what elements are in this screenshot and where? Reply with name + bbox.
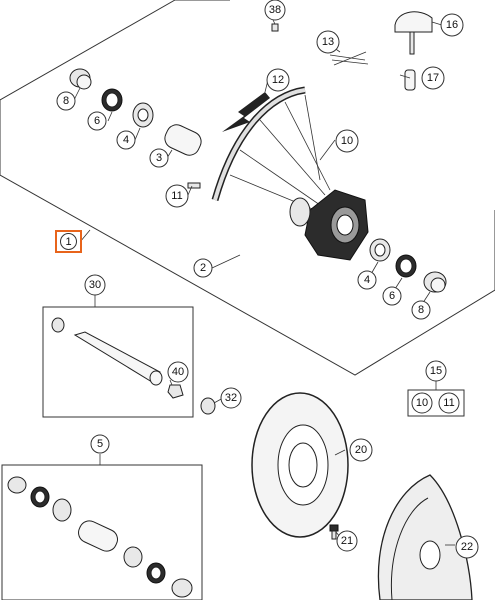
callout-4-right[interactable]: 4: [357, 270, 377, 290]
callout-17[interactable]: 17: [421, 66, 445, 90]
callout-11-label: 11: [171, 190, 182, 202]
bearing-kit-frame: [1, 454, 203, 600]
callout-1[interactable]: 1: [55, 230, 82, 253]
callout-4-right-label: 4: [364, 274, 370, 286]
spokes-13: [329, 51, 369, 66]
left-bearing-4: [132, 102, 154, 128]
callout-32-label: 32: [225, 392, 237, 404]
callout-30-label: 30: [89, 279, 101, 291]
callout-16-label: 16: [446, 19, 458, 31]
callout-15-11[interactable]: 11: [438, 392, 460, 414]
callout-21[interactable]: 21: [336, 530, 358, 552]
callout-5[interactable]: 5: [90, 434, 110, 454]
left-seal-6: [101, 88, 123, 112]
callout-2-label: 2: [200, 262, 206, 274]
callout-6-left-label: 6: [94, 115, 100, 127]
direction-arrow: [222, 92, 270, 132]
rim-lock-16: [394, 11, 433, 55]
callout-32[interactable]: 32: [220, 387, 242, 409]
callout-40-label: 40: [172, 366, 184, 378]
right-spacer-8: [423, 271, 447, 293]
left-spacer-8: [69, 68, 92, 90]
callout-4-left[interactable]: 4: [116, 130, 136, 150]
callout-8-right-label: 8: [418, 304, 424, 316]
callout-8-left[interactable]: 8: [56, 91, 76, 111]
callout-15[interactable]: 15: [425, 360, 447, 382]
nut-32: [200, 397, 216, 415]
callout-30[interactable]: 30: [84, 274, 106, 296]
callout-15-10-label: 10: [416, 397, 428, 409]
callout-15-10[interactable]: 10: [411, 392, 433, 414]
callout-8-left-label: 8: [63, 95, 69, 107]
screw-11: [187, 182, 201, 189]
distance-sleeve-3: [164, 124, 202, 156]
callout-15-11-label: 11: [443, 397, 454, 409]
disc-guard-22: [377, 474, 473, 600]
callout-6-right-label: 6: [389, 290, 395, 302]
screw-21: [329, 524, 339, 540]
callout-22[interactable]: 22: [455, 535, 479, 559]
callout-3-label: 3: [156, 152, 162, 164]
right-seal-6: [395, 254, 417, 278]
callout-6-left[interactable]: 6: [87, 111, 107, 131]
callout-4-left-label: 4: [123, 134, 129, 146]
callout-21-label: 21: [341, 535, 353, 547]
callout-10[interactable]: 10: [335, 129, 359, 153]
callout-20[interactable]: 20: [349, 438, 373, 462]
callout-13[interactable]: 13: [316, 30, 340, 54]
callout-10-label: 10: [341, 135, 353, 147]
callout-1-label: 1: [65, 236, 71, 248]
valve-38: [271, 23, 279, 32]
callout-12-label: 12: [272, 74, 284, 86]
bearing-kit-parts: [7, 476, 193, 598]
callout-22-label: 22: [461, 541, 473, 553]
callout-6-right[interactable]: 6: [382, 286, 402, 306]
callout-2[interactable]: 2: [193, 258, 213, 278]
callout-5-label: 5: [97, 438, 103, 450]
wheel-assembly-frame: [0, 0, 495, 376]
brake-disc-20: [251, 392, 349, 538]
callout-12[interactable]: 12: [266, 68, 290, 92]
callout-20-label: 20: [355, 444, 367, 456]
right-bearing-4: [369, 238, 391, 262]
wheel-rim: [211, 86, 331, 211]
callout-40[interactable]: 40: [167, 361, 189, 383]
callout-38-label: 38: [269, 4, 281, 16]
callout-13-label: 13: [322, 36, 334, 48]
callout-38[interactable]: 38: [264, 0, 286, 21]
callout-3[interactable]: 3: [149, 148, 169, 168]
callout-15-label: 15: [430, 365, 442, 377]
callout-16[interactable]: 16: [440, 13, 464, 37]
callout-8-right[interactable]: 8: [411, 300, 431, 320]
callout-17-label: 17: [427, 72, 439, 84]
callout-11[interactable]: 11: [165, 184, 189, 208]
part-15-box: [407, 381, 465, 417]
axle-parts: [51, 317, 184, 399]
wheel-hub: [289, 189, 369, 261]
nut-17: [404, 69, 416, 91]
